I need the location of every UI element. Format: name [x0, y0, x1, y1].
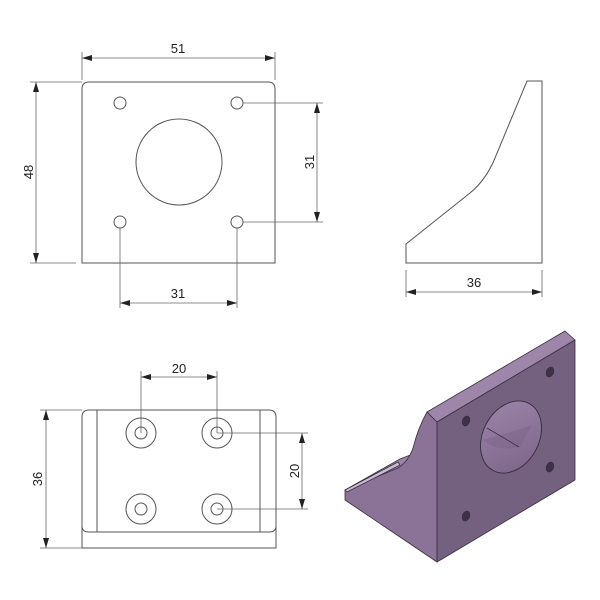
dimension-depth-label: 36 — [30, 472, 45, 486]
side-view: 36 — [405, 80, 543, 297]
base-inner-outline — [81, 525, 277, 533]
iso-mounting-hole — [545, 461, 555, 473]
dimension-hole-vertical-label: 31 — [302, 155, 317, 169]
iso-shaft-hole — [480, 400, 542, 474]
iso-mounting-hole — [545, 366, 555, 378]
iso-base-edge — [344, 461, 401, 493]
dimension-hole-horizontal-label: 31 — [171, 286, 185, 301]
front-view: 51 48 31 31 — [21, 41, 323, 308]
side-profile-outline — [405, 80, 543, 264]
mounting-hole — [113, 96, 127, 110]
front-plate-outline — [81, 81, 276, 264]
counterbore-hole — [125, 493, 157, 525]
iso-side-face — [344, 411, 438, 563]
dimension-width-label: 51 — [171, 41, 185, 56]
isometric-view — [344, 330, 576, 563]
dimension-height-label: 48 — [21, 165, 36, 179]
motor-shaft-hole — [135, 118, 223, 206]
bottom-view: 36 20 20 — [30, 361, 308, 549]
mounting-hole — [230, 215, 244, 229]
iso-mounting-hole — [461, 510, 471, 522]
dimension-hole-horizontal-label: 20 — [172, 361, 186, 376]
dimension-depth-label: 36 — [467, 275, 481, 290]
iso-mounting-hole — [461, 415, 471, 427]
mounting-hole — [113, 215, 127, 229]
mounting-hole — [230, 96, 244, 110]
dimension-hole-vertical-label: 20 — [287, 464, 302, 478]
base-outline — [81, 409, 277, 549]
